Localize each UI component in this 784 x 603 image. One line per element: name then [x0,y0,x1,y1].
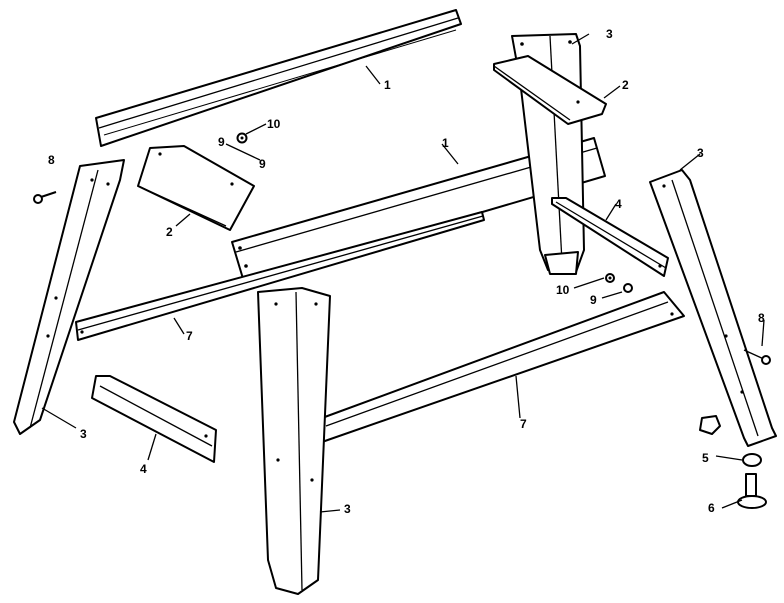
corner-bracket-upper [493,55,607,125]
callout-3-left-leg: 3 [80,427,87,441]
callout-10-lower: 10 [556,283,570,297]
nut-upper [236,132,248,144]
bolt-right [743,349,771,365]
leg-front [257,287,331,595]
leg-right [649,169,777,447]
brace-left [91,375,217,463]
callout-4-brace-right: 4 [615,197,622,211]
callout-9-lower: 9 [590,293,597,307]
brace-right [551,197,669,277]
callout-9-upper-b: 9 [259,157,266,171]
leg-left [13,159,125,435]
stretcher-right [321,291,685,443]
callout-1-front-rail: 1 [442,136,449,150]
callout-3-front-leg: 3 [344,502,351,516]
callout-8-bolt-right: 8 [758,311,765,325]
callout-2-bracket-upper: 2 [622,78,629,92]
callout-7-stretcher-right: 7 [520,417,527,431]
leveler-washer [742,453,762,467]
callout-5-washer: 5 [702,451,709,465]
callout-4-brace-left: 4 [140,462,147,476]
callout-3-right-leg: 3 [697,146,704,160]
callout-7-stretcher-left: 7 [186,329,193,343]
bolt-left [33,191,57,204]
callout-6-foot: 6 [708,501,715,515]
leveler-foot [737,473,767,509]
callout-8-bolt-left: 8 [48,153,55,167]
callout-1-upper-rail: 1 [384,78,391,92]
washer-lower [623,283,633,293]
callout-labels: 1 1 2 2 3 3 3 3 4 4 5 6 7 7 8 8 9 9 9 10… [48,27,765,516]
callout-3-rear-leg: 3 [606,27,613,41]
callout-2-bracket-left: 2 [166,225,173,239]
top-rail-upper [95,9,462,147]
callout-9-upper-a: 9 [218,135,225,149]
nut-lower [605,273,615,283]
stretcher-left [75,211,485,341]
leader-lines [41,33,765,513]
corner-bracket-left [137,145,255,231]
leveler-nut [699,415,721,435]
callout-10-upper: 10 [267,117,281,131]
top-rail-front [231,137,606,283]
